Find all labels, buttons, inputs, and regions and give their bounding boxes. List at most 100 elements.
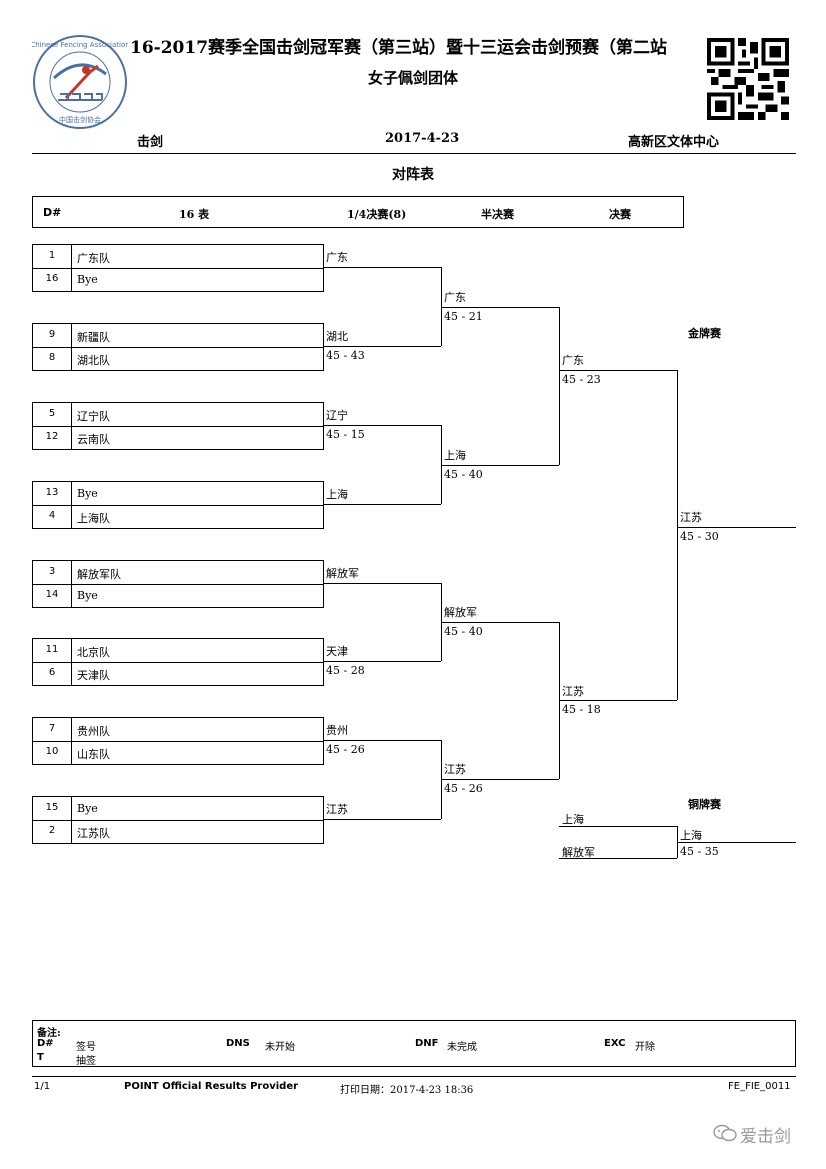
watermark: 爱击剑 xyxy=(712,1121,802,1147)
sf-score: 45 - 40 xyxy=(444,625,483,638)
legend-key: T xyxy=(37,1052,44,1063)
seed-number: 4 xyxy=(48,510,56,521)
qf-score: 45 - 26 xyxy=(326,743,365,756)
legend-box: 备注: D# 签号 T 抽签 DNS 未开始 DNF 未完成 EXC 开除 xyxy=(32,1020,796,1067)
watermark-text: 爱击剑 xyxy=(740,1127,791,1147)
legend-value: 签号 xyxy=(76,1042,96,1053)
bronze-winner: 上海 xyxy=(680,829,702,842)
qf-score: 45 - 15 xyxy=(326,428,365,441)
team-name: 山东队 xyxy=(77,748,110,761)
legend-value: 抽签 xyxy=(76,1056,96,1067)
semi-winner: 广东 xyxy=(562,354,584,367)
cfa-logo: Chinese Fencing Association 中国击剑协会 xyxy=(32,35,128,129)
event-title: 16-2017赛季全国击剑冠军赛（第三站）暨十三运会击剑预赛（第二站 xyxy=(130,38,668,58)
legend-key: D# xyxy=(37,1038,54,1049)
team-name: 云南队 xyxy=(77,433,110,446)
document-code: FE_FIE_0011 xyxy=(728,1081,791,1092)
legend-value: 开除 xyxy=(635,1042,655,1053)
results-provider: POINT Official Results Provider xyxy=(124,1081,299,1092)
seed-number: 8 xyxy=(48,352,56,363)
section-title: 对阵表 xyxy=(392,167,434,183)
team-name: Bye xyxy=(77,802,98,815)
seed-number: 16 xyxy=(45,273,59,284)
legend-value: 未开始 xyxy=(265,1042,295,1053)
team-name: 解放军队 xyxy=(77,568,121,581)
bronze-score: 45 - 35 xyxy=(680,845,719,858)
r16-bout: 9 新疆队 8 湖北队 xyxy=(32,323,324,371)
bronze-medal-label: 铜牌赛 xyxy=(688,798,721,811)
gold-score: 45 - 30 xyxy=(680,530,719,543)
r16-bout: 11 北京队 6 天津队 xyxy=(32,638,324,686)
chat-bubble-icon xyxy=(713,1124,737,1142)
legend-title: 备注: xyxy=(37,1028,61,1039)
legend-value: 未完成 xyxy=(447,1042,477,1053)
sf-winner: 广东 xyxy=(444,291,466,304)
event-venue: 高新区文体中心 xyxy=(628,135,720,150)
team-name: 新疆队 xyxy=(77,331,110,344)
sf-score: 45 - 21 xyxy=(444,310,483,323)
round-header-qf: 1/4决赛(8) xyxy=(347,208,407,221)
round-header: D# 16 表 1/4决赛(8) 半决赛 决赛 xyxy=(32,196,684,228)
team-name: 天津队 xyxy=(77,669,110,682)
seed-number: 2 xyxy=(48,825,56,836)
header-divider xyxy=(32,153,796,154)
team-name: 北京队 xyxy=(77,646,110,659)
event-date: 2017-4-23 xyxy=(385,131,460,146)
qf-winner: 解放军 xyxy=(326,567,359,580)
r16-bout: 13 Bye 4 上海队 xyxy=(32,481,324,529)
team-name: Bye xyxy=(77,487,98,500)
round-header-r16: 16 表 xyxy=(179,208,210,221)
sf-winner: 上海 xyxy=(444,449,466,462)
qf-winner: 湖北 xyxy=(326,330,348,343)
round-header-sf: 半决赛 xyxy=(481,208,514,221)
logo-cn-text: 中国击剑协会 xyxy=(59,115,101,124)
team-name: 贵州队 xyxy=(77,725,110,738)
qf-winner: 广东 xyxy=(326,251,348,264)
r16-bout: 1 广东队 16 Bye xyxy=(32,244,324,292)
seed-number: 12 xyxy=(45,431,59,442)
team-name: 广东队 xyxy=(77,252,110,265)
bronze-team: 解放军 xyxy=(562,846,595,859)
semi-winner: 江苏 xyxy=(562,685,584,698)
qr-code-icon xyxy=(707,38,789,120)
seed-number: 15 xyxy=(45,802,59,813)
r16-bout: 15 Bye 2 江苏队 xyxy=(32,796,324,844)
seed-number: 14 xyxy=(45,589,59,600)
semi-score: 45 - 23 xyxy=(562,373,601,386)
sf-winner: 解放军 xyxy=(444,606,477,619)
seed-number: 3 xyxy=(48,566,56,577)
qf-winner: 天津 xyxy=(326,645,348,658)
logo-text: Chinese Fencing Association xyxy=(32,41,128,49)
seed-number: 7 xyxy=(48,723,56,734)
legend-key: DNF xyxy=(415,1038,439,1049)
semi-score: 45 - 18 xyxy=(562,703,601,716)
qf-winner: 江苏 xyxy=(326,803,348,816)
qf-winner: 上海 xyxy=(326,488,348,501)
sf-score: 45 - 40 xyxy=(444,468,483,481)
team-name: 湖北队 xyxy=(77,354,110,367)
r16-bout: 5 辽宁队 12 云南队 xyxy=(32,402,324,450)
legend-key: DNS xyxy=(226,1038,250,1049)
seed-number: 13 xyxy=(45,487,59,498)
sport-label: 击剑 xyxy=(137,135,164,150)
seed-number: 6 xyxy=(48,667,56,678)
qf-winner: 贵州 xyxy=(326,724,348,737)
sf-winner: 江苏 xyxy=(444,763,466,776)
sf-score: 45 - 26 xyxy=(444,782,483,795)
seed-number: 9 xyxy=(48,329,56,340)
round-header-seed: D# xyxy=(43,206,62,219)
seed-number: 1 xyxy=(48,250,56,261)
qf-score: 45 - 28 xyxy=(326,664,365,677)
team-name: 上海队 xyxy=(77,512,110,525)
team-name: Bye xyxy=(77,273,98,286)
legend-key: EXC xyxy=(604,1038,626,1049)
seed-number: 11 xyxy=(45,644,59,655)
team-name: Bye xyxy=(77,589,98,602)
r16-bout: 3 解放军队 14 Bye xyxy=(32,560,324,608)
gold-medal-label: 金牌赛 xyxy=(688,327,721,340)
print-date: 打印日期：2017-4-23 18:36 xyxy=(340,1085,474,1096)
round-header-final: 决赛 xyxy=(609,208,631,221)
seed-number: 10 xyxy=(45,746,59,757)
team-name: 江苏队 xyxy=(77,827,110,840)
bronze-team: 上海 xyxy=(562,813,584,826)
